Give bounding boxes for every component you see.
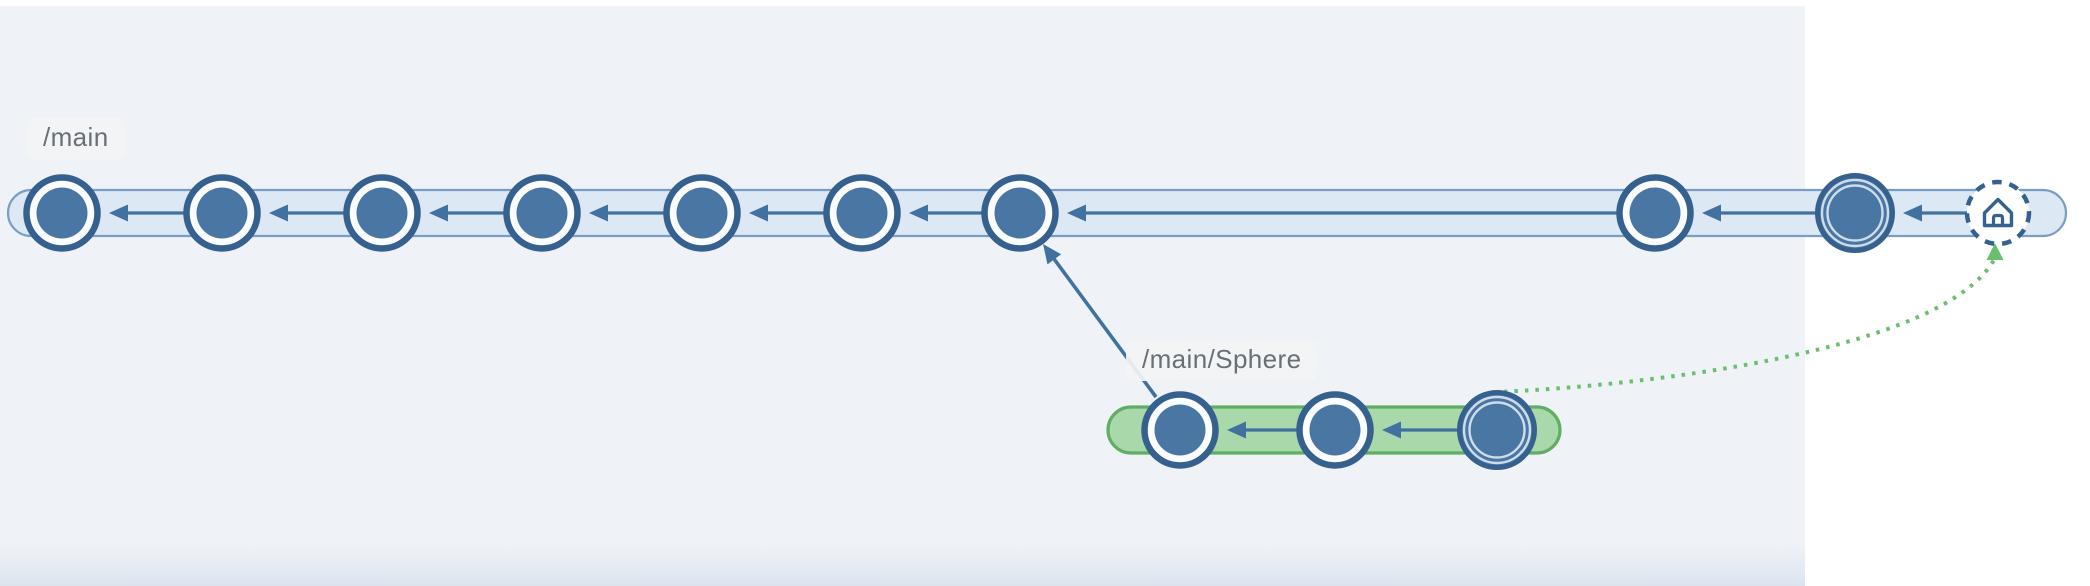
commit-arrow-head (909, 204, 928, 222)
commit-arrow-head (749, 204, 768, 222)
commit-node[interactable] (1141, 391, 1219, 469)
commit-node[interactable] (183, 174, 261, 252)
current-commit-node[interactable] (1815, 173, 1895, 253)
commit-node[interactable] (663, 174, 741, 252)
home-return-dotted-link (1495, 257, 1997, 406)
commit-arrow-head (1067, 204, 1086, 222)
commit-arrow-head (1382, 421, 1401, 439)
branch-link-head (1043, 244, 1062, 265)
commit-arrow-head (109, 204, 128, 222)
canvas-panel (0, 6, 1805, 586)
commit-arrow-head (1227, 421, 1246, 439)
home-node[interactable] (1964, 179, 2032, 247)
commit-node[interactable] (1616, 174, 1694, 252)
branch-label-main[interactable]: /main (27, 118, 125, 159)
commit-node[interactable] (981, 174, 1059, 252)
commit-node[interactable] (1296, 391, 1374, 469)
commit-node[interactable] (823, 174, 901, 252)
home-icon (1982, 197, 2014, 228)
commit-node[interactable] (23, 174, 101, 252)
commit-node[interactable] (503, 174, 581, 252)
commit-arrow-head (1702, 204, 1721, 222)
branch-label-sphere[interactable]: /main/Sphere (1126, 340, 1318, 381)
commit-arrow-head (1903, 204, 1922, 222)
commit-arrow-head (429, 204, 448, 222)
commit-arrow-head (269, 204, 288, 222)
commit-node[interactable] (343, 174, 421, 252)
commit-arrow-head (589, 204, 608, 222)
current-commit-node[interactable] (1457, 390, 1537, 470)
home-return-arrow-head (1986, 243, 2004, 260)
